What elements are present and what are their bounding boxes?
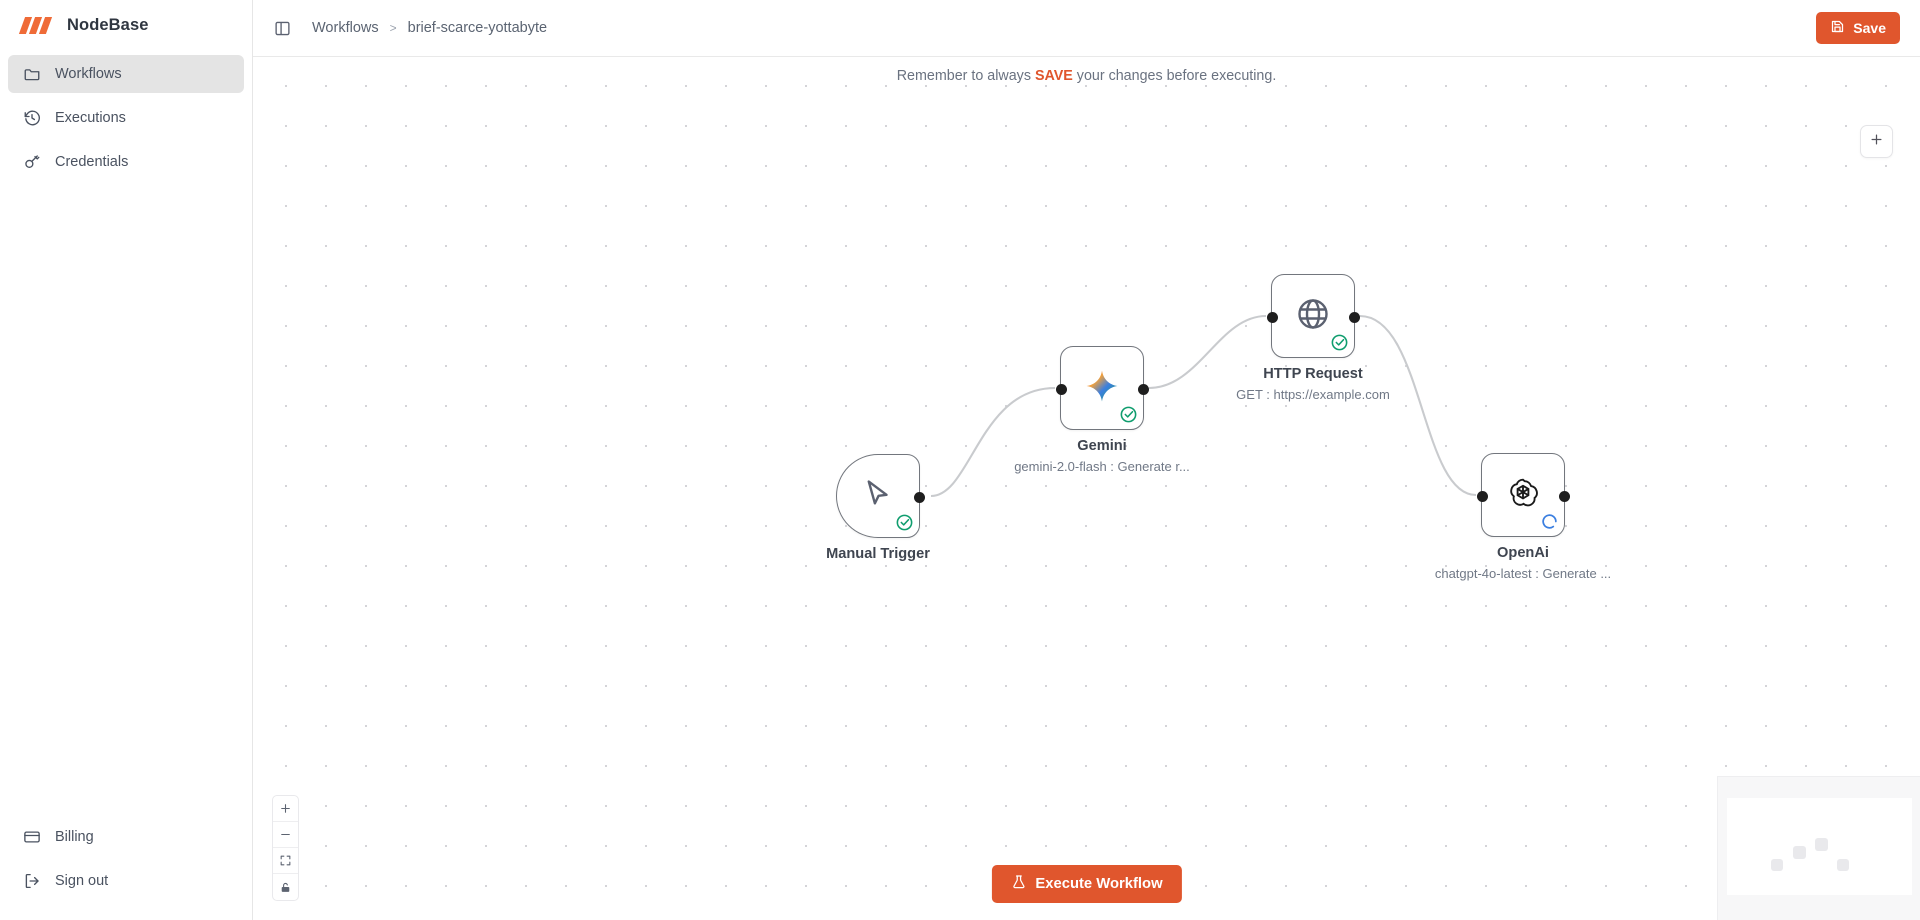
- gemini-star-icon: [1083, 367, 1121, 410]
- node-title: Gemini: [1077, 438, 1127, 454]
- cursor-icon: [861, 477, 895, 516]
- sidebar-item-label: Billing: [55, 829, 94, 845]
- zoom-out-button[interactable]: [273, 822, 298, 848]
- node-http-request[interactable]: HTTP Request GET : https://example.com: [1236, 272, 1390, 402]
- zoom-in-button[interactable]: [273, 796, 298, 822]
- sidebar-item-executions[interactable]: Executions: [8, 99, 244, 137]
- sidebar-item-label: Sign out: [55, 873, 109, 889]
- minimap-viewport[interactable]: [1727, 798, 1912, 895]
- minimap-node: [1793, 846, 1806, 859]
- node-gemini[interactable]: Gemini gemini-2.0-flash : Generate r...: [1014, 344, 1190, 474]
- sidebar-nav: Workflows Executions Credentials: [0, 55, 252, 187]
- status-ok-badge: [1119, 405, 1138, 424]
- minimap-node: [1771, 859, 1783, 871]
- workflow-canvas[interactable]: Remember to always SAVE your changes bef…: [253, 57, 1920, 920]
- banner-suffix: your changes before executing.: [1072, 68, 1277, 84]
- node-subtitle: GET : https://example.com: [1236, 387, 1390, 402]
- node-subtitle: chatgpt-4o-latest : Generate ...: [1434, 566, 1612, 581]
- sidebar-item-sign-out[interactable]: Sign out: [8, 862, 244, 900]
- save-button-label: Save: [1853, 20, 1886, 36]
- flask-icon: [1010, 874, 1026, 894]
- sidebar-item-label: Workflows: [55, 66, 122, 82]
- minimap-node: [1815, 838, 1828, 851]
- globe-icon: [1295, 296, 1331, 337]
- node-http-request-box[interactable]: [1266, 272, 1361, 360]
- node-title: HTTP Request: [1263, 366, 1363, 382]
- credit-card-icon: [22, 828, 41, 847]
- sidebar: NodeBase Workflows Executions Credential…: [0, 0, 253, 920]
- main-area: Workflows > brief-scarce-yottabyte Save …: [253, 0, 1920, 920]
- minimap[interactable]: [1717, 776, 1920, 920]
- canvas-zoom-controls: [272, 795, 299, 901]
- edge-gemini-to-http-request: [1148, 314, 1267, 390]
- node-manual-trigger-box[interactable]: [832, 452, 926, 540]
- edge-layer: [930, 314, 1477, 498]
- sidebar-item-credentials[interactable]: Credentials: [8, 143, 244, 181]
- folder-icon: [22, 65, 41, 84]
- sidebar-item-billing[interactable]: Billing: [8, 818, 244, 856]
- node-title: Manual Trigger: [826, 546, 930, 562]
- floppy-disk-icon: [1830, 19, 1845, 37]
- fit-view-button[interactable]: [273, 848, 298, 874]
- banner-highlight: SAVE: [1034, 68, 1073, 84]
- node-manual-trigger[interactable]: Manual Trigger: [826, 452, 930, 562]
- node-output-port[interactable]: [1348, 311, 1360, 323]
- node-subtitle: gemini-2.0-flash : Generate r...: [1014, 459, 1190, 474]
- add-node-button[interactable]: [1860, 125, 1893, 158]
- breadcrumb-workflows[interactable]: Workflows: [312, 20, 379, 36]
- key-icon: [22, 153, 41, 172]
- sidebar-item-label: Credentials: [55, 154, 129, 170]
- sidebar-item-workflows[interactable]: Workflows: [8, 55, 244, 93]
- node-input-port[interactable]: [1266, 311, 1278, 323]
- breadcrumb-current: brief-scarce-yottabyte: [407, 20, 548, 36]
- logo-slashes-icon: [18, 17, 54, 34]
- save-reminder-banner: Remember to always SAVE your changes bef…: [253, 68, 1920, 84]
- minimap-node: [1837, 859, 1849, 871]
- execute-workflow-button[interactable]: Execute Workflow: [991, 865, 1182, 903]
- node-gemini-box[interactable]: [1055, 344, 1150, 432]
- node-output-port[interactable]: [1137, 383, 1149, 395]
- node-openai-box[interactable]: [1476, 451, 1571, 539]
- logout-icon: [22, 872, 41, 891]
- lock-button[interactable]: [273, 874, 298, 900]
- node-title: OpenAi: [1497, 545, 1549, 561]
- sidebar-toggle-icon[interactable]: [269, 15, 295, 41]
- topbar: Workflows > brief-scarce-yottabyte Save: [253, 0, 1920, 57]
- edge-manual-trigger-to-gemini: [930, 386, 1056, 498]
- node-output-port[interactable]: [913, 491, 925, 503]
- node-output-port[interactable]: [1558, 490, 1570, 502]
- brand: NodeBase: [0, 0, 252, 49]
- history-icon: [22, 109, 41, 128]
- status-running-badge: [1540, 512, 1559, 531]
- banner-prefix: Remember to always: [896, 68, 1035, 84]
- breadcrumb: Workflows > brief-scarce-yottabyte: [312, 20, 547, 36]
- brand-name: NodeBase: [67, 16, 149, 34]
- openai-icon: [1505, 475, 1541, 516]
- edge-http-request-to-openai: [1359, 314, 1477, 497]
- sidebar-bottom-nav: Billing Sign out: [0, 818, 252, 920]
- save-button[interactable]: Save: [1816, 12, 1900, 44]
- execute-workflow-label: Execute Workflow: [1035, 876, 1163, 892]
- node-input-port[interactable]: [1476, 490, 1488, 502]
- node-openai[interactable]: OpenAi chatgpt-4o-latest : Generate ...: [1435, 451, 1611, 581]
- chevron-right-icon: >: [389, 21, 397, 35]
- status-ok-badge: [1330, 333, 1349, 352]
- status-ok-badge: [895, 513, 914, 532]
- plus-icon: [1869, 132, 1884, 152]
- node-input-port[interactable]: [1055, 383, 1067, 395]
- sidebar-item-label: Executions: [55, 110, 126, 126]
